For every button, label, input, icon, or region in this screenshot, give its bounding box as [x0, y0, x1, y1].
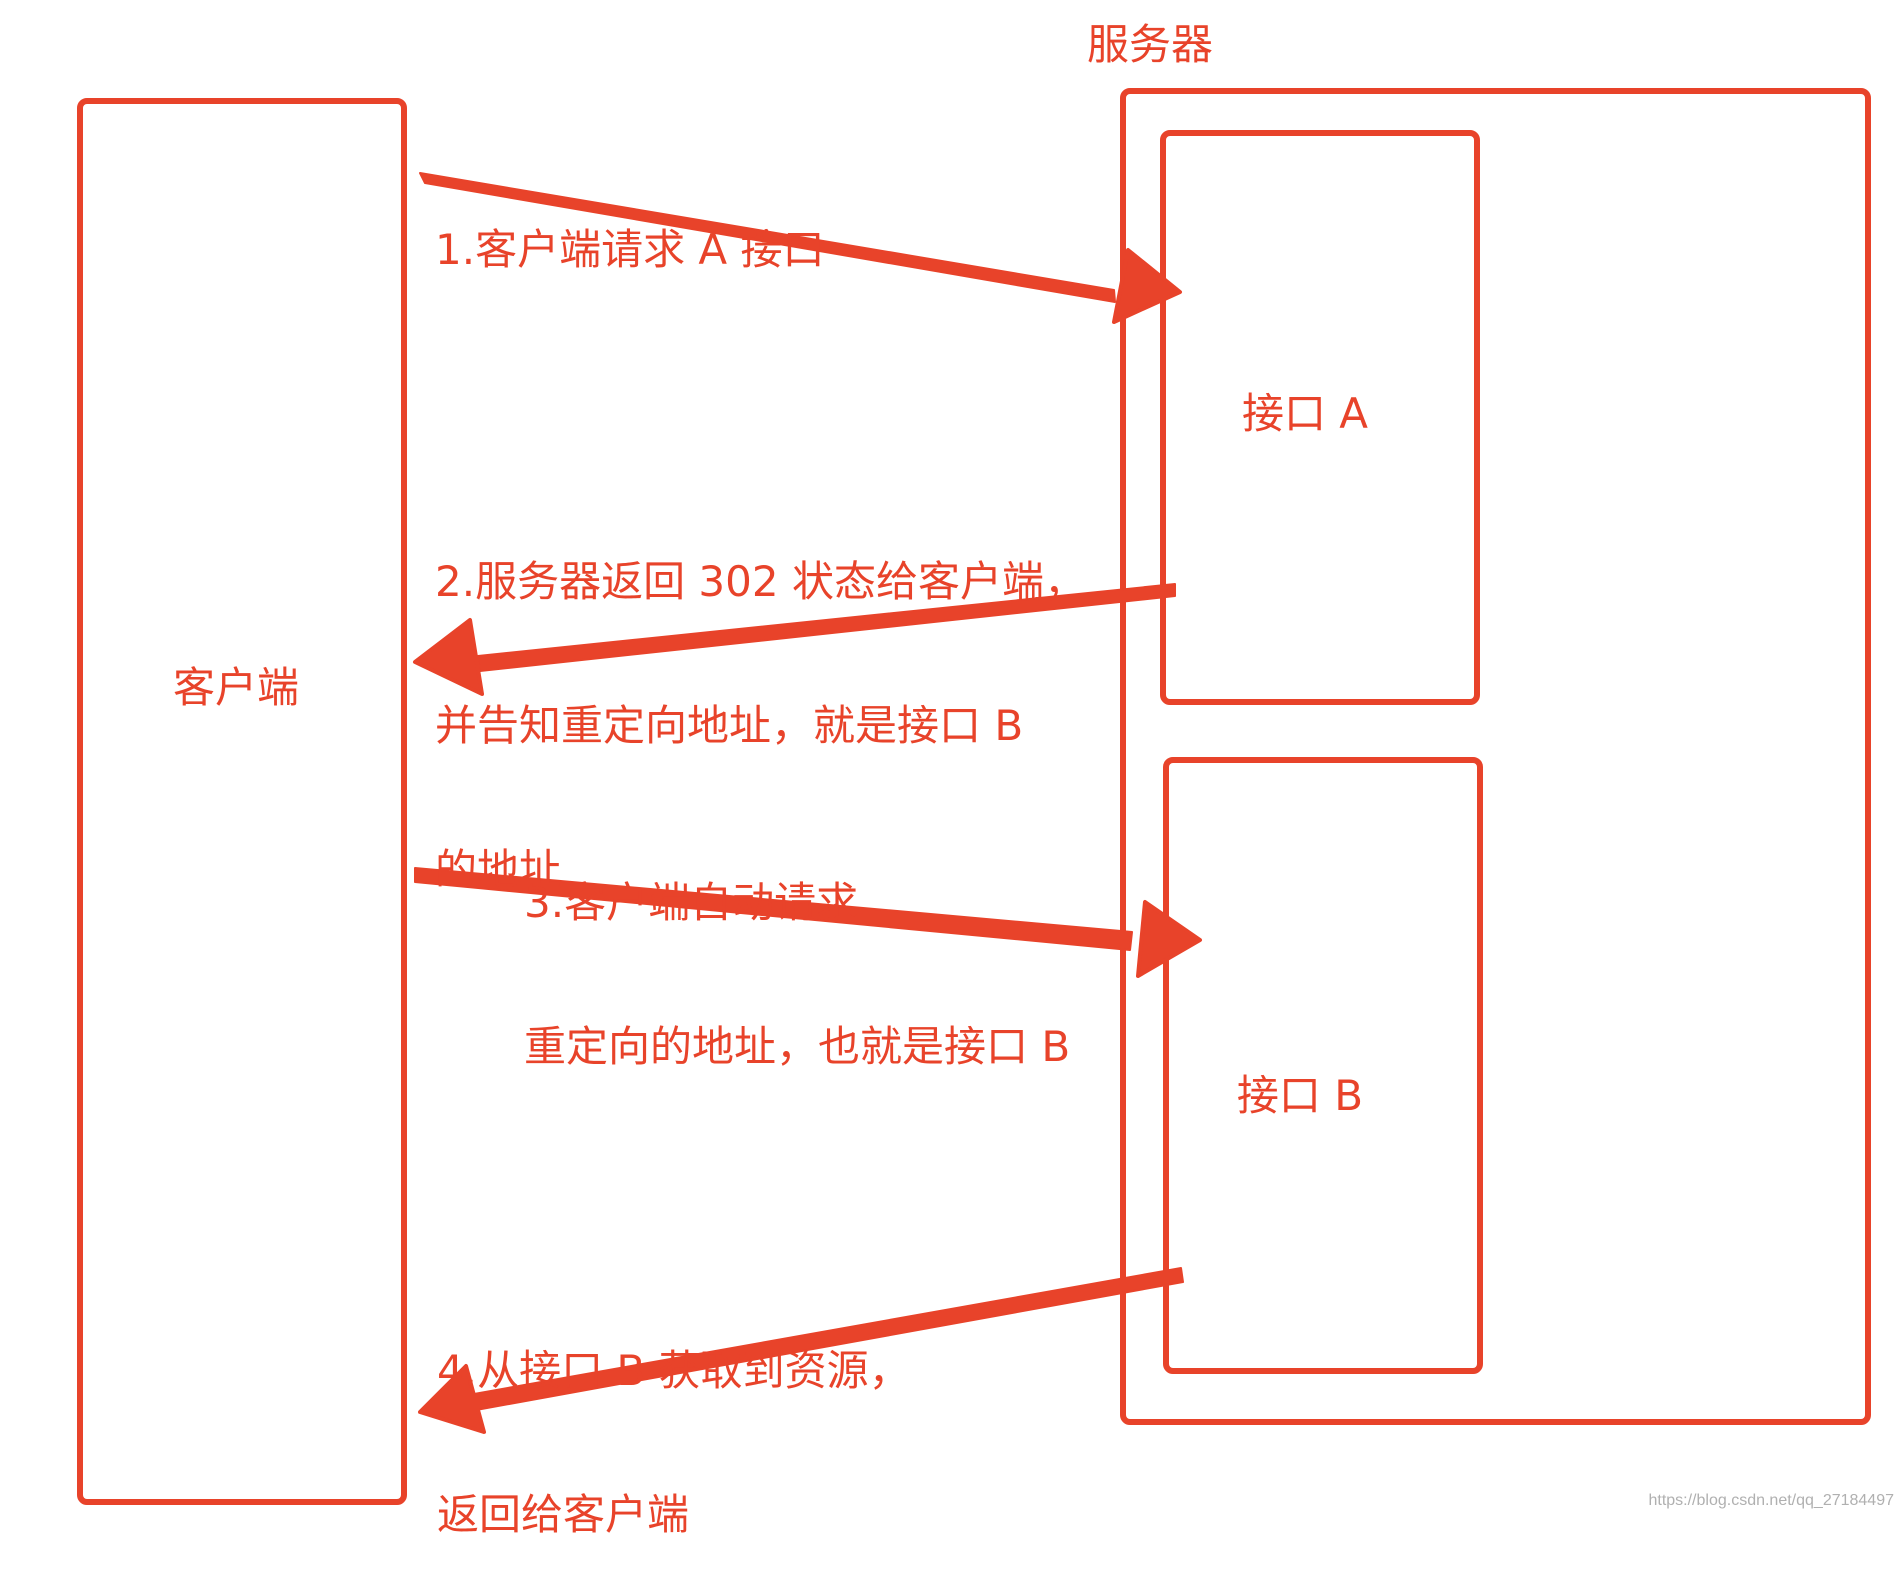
arrow-return-resource-head: [418, 1364, 486, 1434]
step-3-line-2: 重定向的地址，也就是接口 B: [524, 1022, 1071, 1071]
interface-a-box: [1160, 130, 1480, 705]
watermark: https://blog.csdn.net/qq_27184497: [1648, 1492, 1894, 1509]
arrow-layer: [413, 172, 1202, 1434]
step-2-label: 2.服务器返回 302 状态给客户端， 并告知重定向地址，就是接口 B 的地址: [435, 462, 1086, 942]
step-2-line-2: 并告知重定向地址，就是接口 B: [435, 701, 1024, 750]
step-3-line-1: 3.客户端自动请求: [524, 878, 859, 927]
step-1-label: 1.客户端请求 A 接口: [435, 130, 825, 322]
arrow-request-b: [414, 867, 1133, 951]
interface-b-label: 接口 B: [1236, 1071, 1364, 1120]
step-3-label: 3.客户端自动请求 重定向的地址，也就是接口 B: [524, 783, 1070, 1119]
client-box: [77, 98, 407, 1505]
arrow-redirect-302-head: [413, 618, 484, 696]
step-4-line-2: 返回给客户端: [437, 1490, 690, 1539]
server-box: [1120, 88, 1871, 1425]
server-title: 服务器: [1086, 20, 1214, 69]
interface-a-label: 接口 A: [1241, 389, 1369, 438]
step-1-line-1: 1.客户端请求 A 接口: [435, 225, 825, 274]
arrow-request-a-head: [1112, 248, 1182, 324]
step-2-line-3: 的地址: [435, 845, 562, 894]
step-4-line-1: 4.从接口 B 获取到资源，: [437, 1346, 911, 1395]
client-label: 客户端: [172, 663, 300, 712]
step-2-line-1: 2.服务器返回 302 状态给客户端，: [435, 557, 1086, 606]
arrow-request-a: [419, 172, 1116, 303]
step-4-label: 4.从接口 B 获取到资源， 返回给客户端: [437, 1251, 911, 1587]
arrow-request-b-head: [1136, 900, 1202, 978]
interface-b-box: [1163, 757, 1483, 1374]
